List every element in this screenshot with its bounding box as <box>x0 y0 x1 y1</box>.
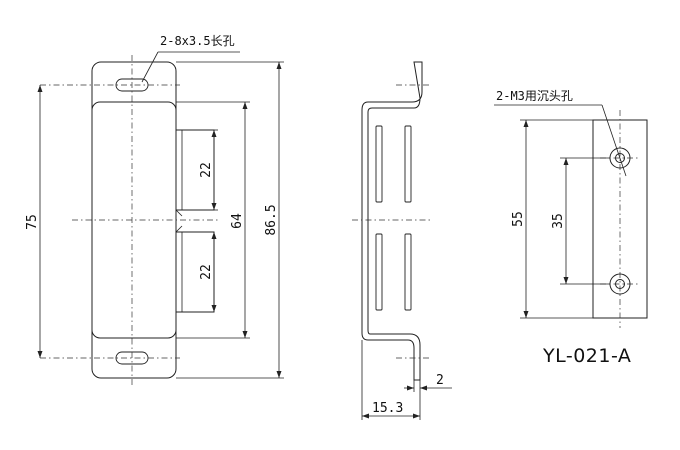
dim-lower-block-22: 22 <box>199 264 214 280</box>
slot-callout-label: 2-8x3.5长孔 <box>160 34 235 48</box>
dim-upper-block-22: 22 <box>199 162 214 178</box>
dim-total-height-86-5: 86.5 <box>264 204 279 235</box>
side-slot-3 <box>375 233 383 311</box>
dim-depth-15-3: 15.3 <box>372 401 403 416</box>
dim-plate-height-55: 55 <box>511 211 526 227</box>
model-number: YL-021-A <box>542 345 631 367</box>
dim-inner-height-64: 64 <box>230 213 245 229</box>
front-view: 2-8x3.5长孔 75 22 22 64 86.5 <box>25 34 284 385</box>
hole-callout-label: 2-M3用沉头孔 <box>496 89 573 103</box>
side-view: 2 15.3 <box>352 61 452 420</box>
side-slot-4 <box>404 233 412 311</box>
side-profile-outline <box>361 61 423 381</box>
dim-hole-spacing-75: 75 <box>25 214 40 230</box>
dim-hole-spacing-35: 35 <box>551 213 566 229</box>
dim-thickness-2: 2 <box>436 373 444 388</box>
right-view: 2-M3用沉头孔 55 35 YL-021-A <box>494 89 648 367</box>
side-slot-2 <box>404 125 412 203</box>
side-slot-1 <box>375 125 383 203</box>
